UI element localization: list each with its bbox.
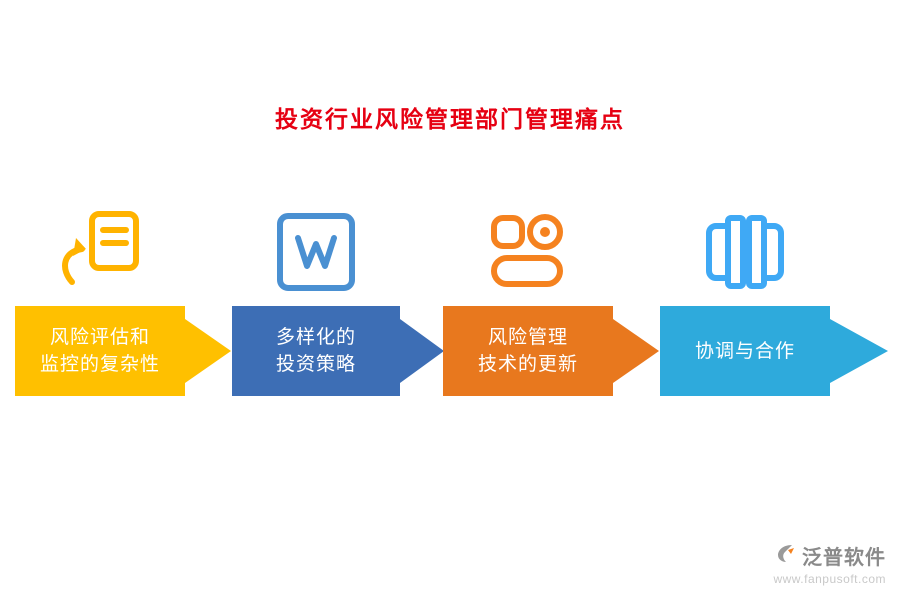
step-label-line: 投资策略 [275,354,356,375]
flow-arrow-blue [400,319,444,383]
flow-arrow-lightblue [830,319,888,383]
step-label-line: 多样化的 [275,327,356,348]
step-label-line: 技术的更新 [477,354,578,375]
step-label-line: 协调与合作 [694,340,795,362]
flow-arrow-orange [613,319,659,383]
step-label-line: 风险管理 [487,327,568,348]
footer-brand: 泛普软件 www.fanpusoft.com [773,541,886,586]
brand-website: www.fanpusoft.com [773,572,886,586]
step-box-risk-technology: 风险管理 技术的更新 [443,306,613,396]
step-label-line: 监控的复杂性 [39,354,160,375]
devices-target-icon [484,208,572,296]
columns-book-icon [701,208,789,296]
step-box-coordination: 协调与合作 [660,306,830,396]
brand-name: 泛普软件 [802,547,886,569]
document-return-arrow-icon [56,208,144,296]
page-title: 投资行业风险管理部门管理痛点 [275,107,625,132]
step-box-investment-strategy: 多样化的 投资策略 [232,306,400,396]
fanpu-logo-icon [776,542,796,569]
w-square-icon [272,208,360,296]
step-box-risk-assessment: 风险评估和 监控的复杂性 [15,306,185,396]
flow-arrow-yellow [185,319,231,383]
step-label-line: 风险评估和 [49,327,150,348]
